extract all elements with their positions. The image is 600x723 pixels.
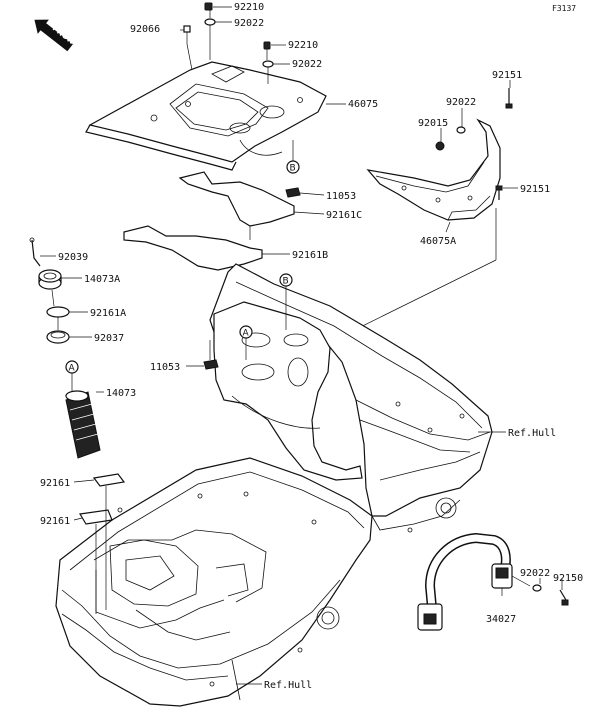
part-92151-screw — [505, 88, 513, 109]
part-11053-clip-2 — [203, 359, 219, 370]
part-92022-washer-2 — [262, 60, 274, 68]
label-92161: 92161 — [40, 478, 70, 489]
front-arrow-icon — [34, 19, 73, 52]
label-92022-2: 92022 — [292, 59, 322, 70]
part-46075-cover — [85, 61, 327, 171]
label-92022: 92022 — [234, 18, 264, 29]
label-92022-4: 92022 — [520, 568, 550, 579]
label-11053-2: 11053 — [150, 362, 180, 373]
label-92210-2: 92210 — [288, 40, 318, 51]
part-92039-strap — [29, 237, 41, 267]
label-34027: 34027 — [486, 614, 516, 625]
label-92022-3: 92022 — [446, 97, 476, 108]
lower-hull — [55, 457, 373, 707]
part-92022-washer-4 — [532, 584, 542, 592]
part-92161-pad-2 — [79, 509, 113, 525]
part-14073-hose — [65, 390, 101, 459]
callout-b-upper-letter: B — [290, 164, 296, 174]
callout-b-hull-letter: B — [283, 277, 289, 287]
part-46075a-cover — [366, 118, 501, 221]
callout-a-tube-letter: A — [69, 364, 76, 374]
ref-hull-lower-label: Ref.Hull — [264, 680, 312, 691]
label-92161a: 92161A — [90, 308, 126, 319]
callout-b-upper — [286, 160, 300, 174]
label-14073: 14073 — [106, 388, 136, 399]
part-92022-washer — [204, 18, 216, 26]
part-92150-bolt — [559, 589, 569, 606]
upper-hull — [209, 263, 493, 533]
label-46075a: 46075A — [420, 236, 456, 247]
label-92037: 92037 — [94, 333, 124, 344]
part-34027-handle — [417, 532, 513, 631]
label-46075: 46075 — [348, 99, 378, 110]
label-92066: 92066 — [130, 24, 160, 35]
diagram-code: F3137 — [552, 4, 576, 13]
part-92161-pad — [92, 473, 126, 487]
label-92161c: 92161C — [326, 210, 362, 221]
part-92161c-seal — [178, 171, 295, 227]
part-92022-washer-3 — [456, 126, 466, 134]
label-92151-2: 92151 — [520, 184, 550, 195]
label-92161b: 92161B — [292, 250, 328, 261]
label-92161-2: 92161 — [40, 516, 70, 527]
part-92210-bolt — [204, 2, 213, 11]
part-92015-nut — [435, 141, 445, 151]
part-92037-clamp — [46, 330, 70, 344]
label-92210: 92210 — [234, 2, 264, 13]
callout-a-hull-letter: A — [243, 329, 250, 339]
label-92039: 92039 — [58, 252, 88, 263]
label-92015: 92015 — [418, 118, 448, 129]
part-11053-clip — [285, 187, 301, 198]
label-92150: 92150 — [553, 573, 583, 584]
part-92210-bolt-2 — [263, 41, 271, 50]
part-92151-screw-2 — [495, 185, 503, 200]
part-92161a-ring — [46, 306, 70, 318]
label-92151: 92151 — [492, 70, 522, 81]
ref-hull-upper-label: Ref.Hull — [508, 428, 556, 439]
label-11053: 11053 — [326, 191, 356, 202]
part-92161b-seal — [123, 225, 263, 271]
part-92066-screw — [183, 25, 191, 44]
part-14073a-cap — [38, 269, 62, 290]
label-14073a: 14073A — [84, 274, 120, 285]
